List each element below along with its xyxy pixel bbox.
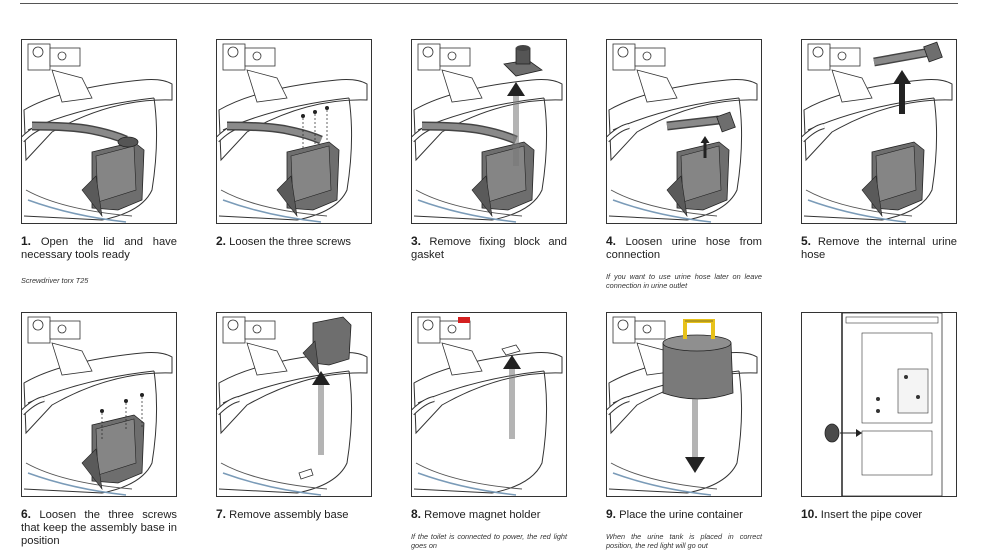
step-number: 3. [411,234,422,248]
step-text: Loosen the three screws that keep the as… [21,509,178,547]
step-7: 7. Remove assembly base [216,312,372,522]
step-number: 4. [606,234,617,248]
step-text: Remove assembly base [229,509,349,521]
step-2: 2. Loosen the three screws [216,39,372,249]
remove-hose-illustration [801,39,957,224]
top-rule [20,3,958,4]
step-1: 1. Open the lid and have necessary tools… [21,39,177,285]
step-10: 10. Insert the pipe cover [801,312,957,522]
loosen-screws-illustration [216,39,372,224]
step-note: If the toilet is connected to power, the… [411,532,567,550]
open-lid-illustration [21,39,177,224]
step-5: 5. Remove the internal urine hose [801,39,957,262]
step-number: 10. [801,507,818,521]
step-6: 6. Loosen the three screws that keep the… [21,312,177,548]
step-number: 2. [216,234,227,248]
step-text: Open the lid and have necessary tools re… [21,236,177,261]
step-number: 6. [21,507,32,521]
step-4: 4. Loosen urine hose from connection If … [606,39,762,290]
step-text: Loosen urine hose from connection [606,236,763,261]
step-number: 1. [21,234,32,248]
step-text: Insert the pipe cover [820,509,923,521]
remove-assembly-base-illustration [216,312,372,497]
loosen-base-screws-illustration [21,312,177,497]
remove-magnet-holder-illustration [411,312,567,497]
step-note: If you want to use urine hose later on l… [606,272,762,290]
loosen-urine-hose-illustration [606,39,762,224]
place-container-illustration [606,312,762,497]
remove-fixing-block-illustration [411,39,567,224]
step-text: Remove fixing block and gasket [411,236,567,261]
step-text: Remove the internal urine hose [801,236,958,261]
step-number: 8. [411,507,422,521]
insert-pipe-cover-illustration [801,312,957,497]
step-9: 9. Place the urine container When the ur… [606,312,762,550]
step-note: When the urine tank is placed in correct… [606,532,762,550]
step-number: 7. [216,507,227,521]
step-text: Remove magnet holder [424,509,541,521]
step-text: Place the urine container [619,509,743,521]
step-8: 8. Remove magnet holder If the toilet is… [411,312,567,550]
step-text: Loosen the three screws [229,236,352,248]
step-3: 3. Remove fixing block and gasket [411,39,567,262]
step-number: 5. [801,234,812,248]
step-number: 9. [606,507,617,521]
step-note: Screwdriver torx T25 [21,276,89,285]
indicator-light-icon [458,317,470,323]
